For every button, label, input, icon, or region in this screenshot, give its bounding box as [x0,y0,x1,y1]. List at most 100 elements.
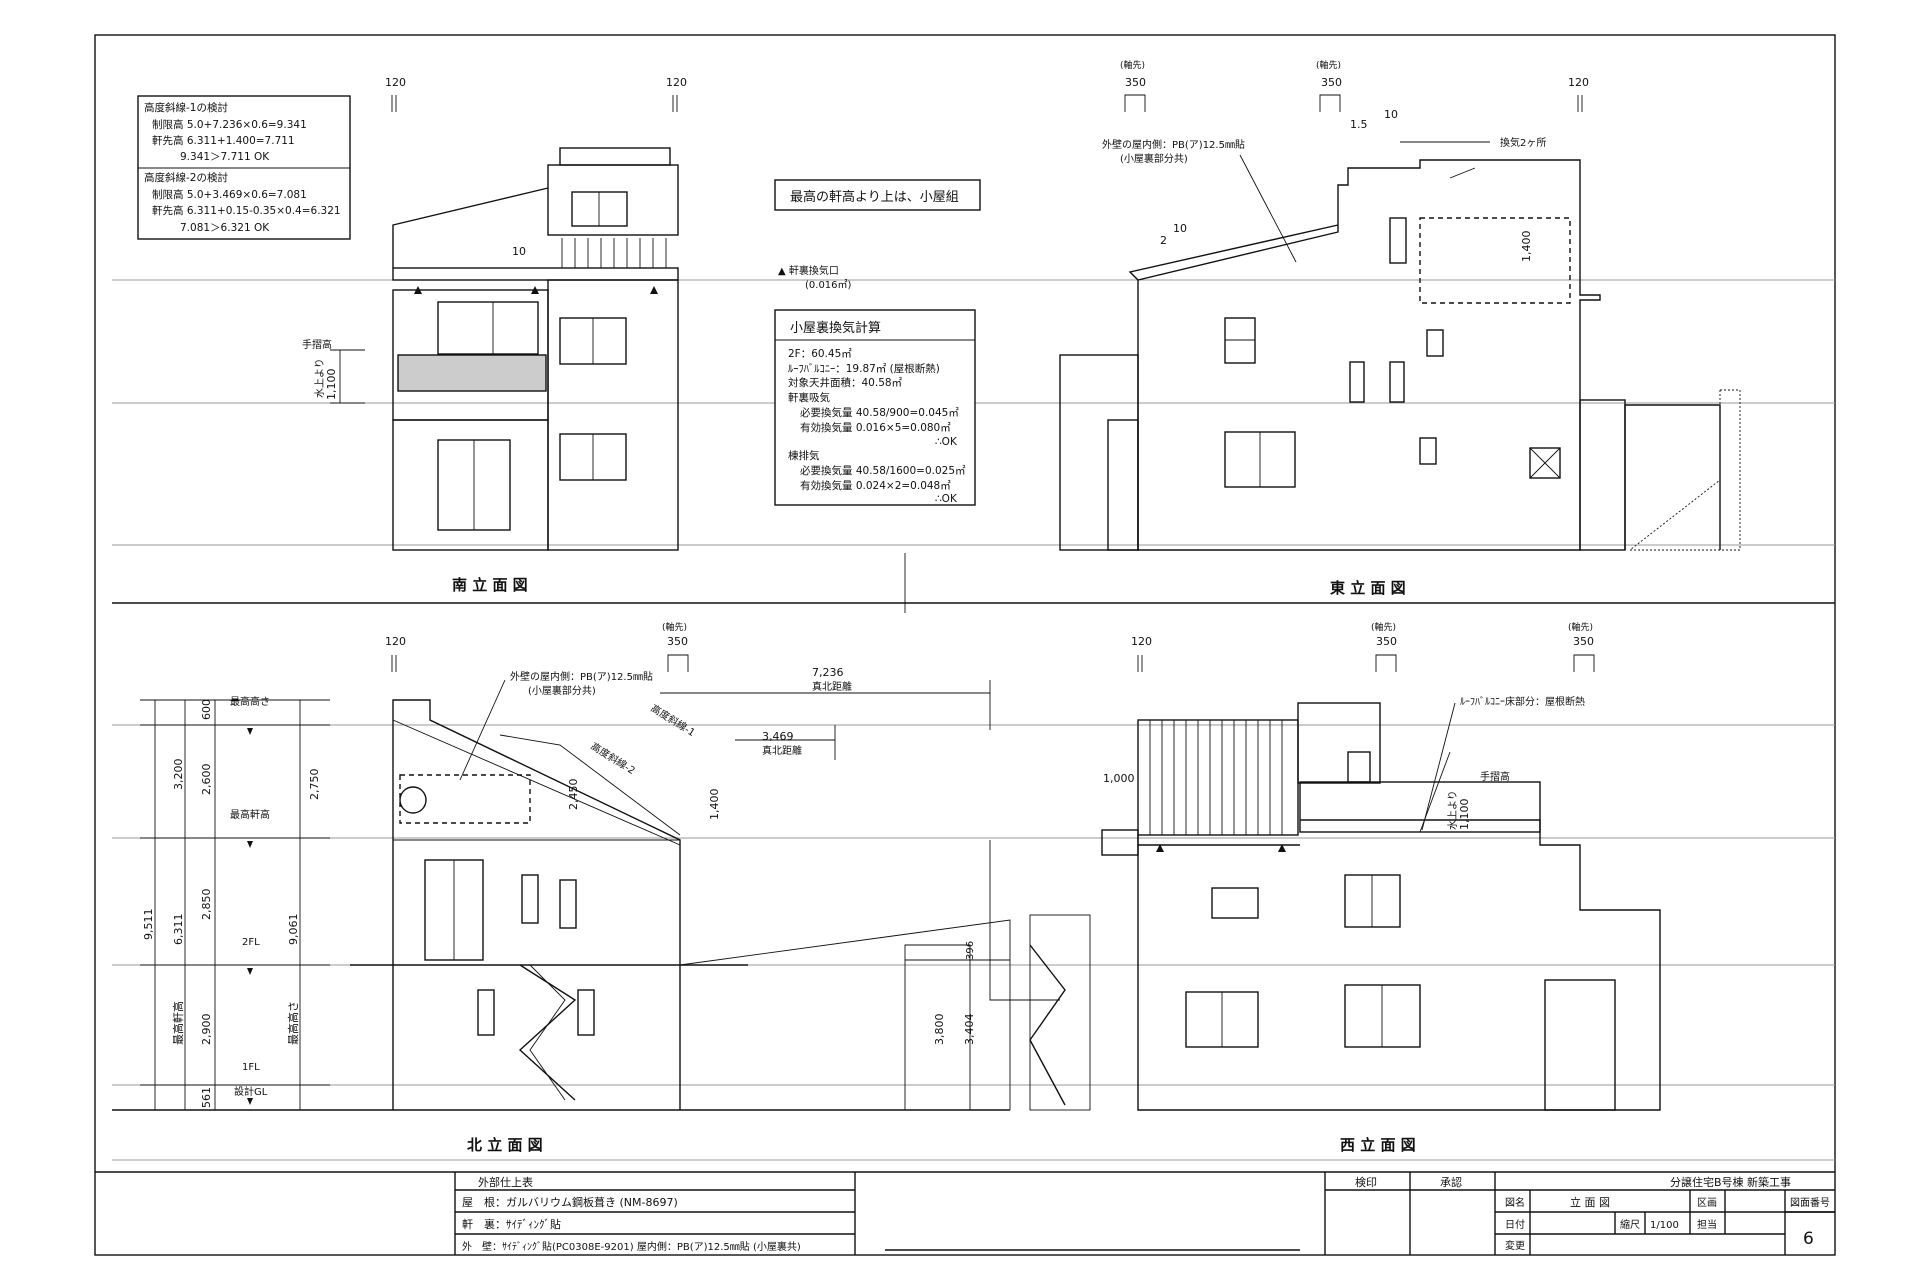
svg-text:縮尺: 縮尺 [1620,1218,1640,1231]
svg-text:外部仕上表: 外部仕上表 [478,1175,533,1189]
svg-text:分譲住宅B号棟 新築工事: 分譲住宅B号棟 新築工事 [1670,1175,1791,1189]
svg-text:2: 2 [1160,234,1167,247]
sheet-border [94,34,1836,1256]
svg-text:561: 561 [200,1087,213,1108]
svg-text:高度斜線-1の検討: 高度斜線-1の検討 [144,101,228,114]
svg-text:立 面 図: 立 面 図 [1570,1195,1610,1209]
slope-check-box [137,95,351,240]
svg-text:外壁の屋内側：PB(ア)12.5㎜貼: 外壁の屋内側：PB(ア)12.5㎜貼 [1102,138,1245,151]
svg-text:対象天井面積：40.58㎡: 対象天井面積：40.58㎡ [788,376,903,389]
svg-text:手摺高: 手摺高 [1480,770,1510,783]
svg-text:ﾙｰﾌﾊﾞﾙｺﾆｰ：19.87㎡ (屋根断熱): ﾙｰﾌﾊﾞﾙｺﾆｰ：19.87㎡ (屋根断熱) [788,362,940,375]
svg-text:2,900: 2,900 [200,1014,213,1046]
svg-text:有効換気量 0.024×2=0.048㎡: 有効換気量 0.024×2=0.048㎡ [800,479,951,492]
svg-text:▲ 軒裏換気口: ▲ 軒裏換気口 [778,264,839,277]
north-title: 北 立 面 図 [467,1136,543,1154]
svg-text:換気2ヶ所: 換気2ヶ所 [1500,136,1546,149]
south-elevation [112,147,1835,1161]
svg-text:1.5: 1.5 [1350,118,1368,131]
svg-text:2,600: 2,600 [200,764,213,796]
svg-text:7,236: 7,236 [812,666,844,679]
svg-text:軒 裏：ｻｲﾃﾞｨﾝｸﾞ貼: 軒 裏：ｻｲﾃﾞｨﾝｸﾞ貼 [462,1217,561,1231]
svg-text:2,850: 2,850 [200,889,213,921]
koyagumi-note-box [774,179,981,211]
dim-east-right: 120 [1568,76,1589,89]
svg-text:6,311: 6,311 [172,914,185,946]
title-block [454,1172,1835,1255]
svg-text:承認: 承認 [1440,1175,1462,1189]
svg-text:(軸先): (軸先) [662,621,687,633]
svg-text:1,100: 1,100 [325,369,338,401]
svg-text:7.081＞6.321 OK: 7.081＞6.321 OK [180,222,270,234]
svg-text:1,100: 1,100 [1458,799,1471,831]
svg-text:最高軒高: 最高軒高 [230,808,270,821]
svg-text:最高軒高: 最高軒高 [171,1001,185,1045]
svg-text:水上より: 水上より [1447,790,1459,830]
svg-text:高度斜線-2の検討: 高度斜線-2の検討 [144,171,228,184]
koyagumi-note: 最高の軒高より上は、小屋組 [790,189,959,205]
south-title: 南 立 面 図 [452,576,528,594]
svg-text:120: 120 [385,635,406,648]
svg-text:(軸先): (軸先) [1568,621,1593,633]
svg-text:2,750: 2,750 [308,769,321,801]
svg-text:(0.016㎡): (0.016㎡) [805,279,852,291]
svg-text:1,400: 1,400 [1520,231,1533,263]
svg-text:図面番号: 図面番号 [1790,1197,1830,1209]
svg-text:350: 350 [667,635,688,648]
svg-text:手摺高: 手摺高 [302,338,332,351]
svg-text:必要換気量 40.58/1600=0.025㎡: 必要換気量 40.58/1600=0.025㎡ [800,464,966,477]
svg-text:外壁の屋内側：PB(ア)12.5㎜貼: 外壁の屋内側：PB(ア)12.5㎜貼 [510,670,653,683]
dim-south-left: 120 [385,76,406,89]
svg-text:1/100: 1/100 [1650,1220,1679,1231]
svg-text:軒裏吸気: 軒裏吸気 [788,391,830,404]
svg-text:外 壁：ｻｲﾃﾞｨﾝｸﾞ貼(PC0308E-9201) 屋内: 外 壁：ｻｲﾃﾞｨﾝｸﾞ貼(PC0308E-9201) 屋内側：PB(ア)12.… [462,1240,801,1253]
svg-text:小屋裏換気計算: 小屋裏換気計算 [790,320,881,336]
svg-text:3,469: 3,469 [762,730,794,743]
svg-text:10: 10 [1384,108,1398,121]
svg-text:3,200: 3,200 [172,759,185,791]
svg-text:2F：60.45㎡: 2F：60.45㎡ [788,348,852,360]
svg-text:担当: 担当 [1697,1218,1717,1231]
svg-text:350: 350 [1321,76,1342,89]
svg-text:6: 6 [1803,1229,1814,1249]
svg-text:軒先高 6.311+0.15-0.35×0.4=6.321: 軒先高 6.311+0.15-0.35×0.4=6.321 [152,204,341,217]
svg-text:350: 350 [1125,76,1146,89]
svg-text:有効換気量 0.016×5=0.080㎡: 有効換気量 0.016×5=0.080㎡ [800,421,951,434]
svg-text:日付: 日付 [1505,1218,1525,1231]
svg-text:1,400: 1,400 [708,789,721,821]
svg-text:図名: 図名 [1505,1196,1525,1209]
svg-text:3,800: 3,800 [933,1014,946,1046]
svg-text:2,450: 2,450 [567,779,580,811]
svg-text:350: 350 [1573,635,1594,648]
svg-text:最高高さ: 最高高さ [286,1001,300,1045]
dim-south-right: 120 [666,76,687,89]
svg-text:(小屋裏部分共): (小屋裏部分共) [528,684,596,697]
svg-text:最高高さ: 最高高さ [230,695,270,708]
svg-text:1FL: 1FL [242,1062,260,1073]
north-elevation [112,699,1835,1111]
east-elevation [1059,159,1741,551]
svg-text:10: 10 [512,245,526,258]
svg-text:9,511: 9,511 [142,909,155,941]
svg-text:(軸先): (軸先) [1120,59,1145,71]
svg-text:396: 396 [965,941,976,960]
svg-text:10: 10 [1173,222,1187,235]
svg-text:設計GL: 設計GL [234,1085,268,1098]
svg-text:600: 600 [200,699,213,720]
svg-text:棟排気: 棟排気 [788,449,820,462]
svg-text:120: 120 [1131,635,1152,648]
svg-text:3,404: 3,404 [963,1014,976,1046]
svg-text:9,061: 9,061 [287,914,300,946]
vent-calc-box [774,309,976,506]
east-title: 東 立 面 図 [1330,579,1406,597]
svg-text:検印: 検印 [1355,1175,1377,1189]
slope-check-text: 高度斜線-1の検討 制限高 5.0+7.236×0.6=9.341 軒先高 6.… [144,101,341,234]
svg-text:変更: 変更 [1505,1239,1525,1252]
svg-text:350: 350 [1376,635,1397,648]
svg-text:軒先高 6.311+1.400=7.711: 軒先高 6.311+1.400=7.711 [152,134,295,147]
svg-text:必要換気量 40.58/900=0.045㎡: 必要換気量 40.58/900=0.045㎡ [800,406,959,419]
svg-text:制限高 5.0+7.236×0.6=9.341: 制限高 5.0+7.236×0.6=9.341 [152,118,307,131]
svg-text:制限高 5.0+3.469×0.6=7.081: 制限高 5.0+3.469×0.6=7.081 [152,188,307,201]
west-elevation [1101,702,1661,1111]
svg-text:区画: 区画 [1697,1197,1717,1209]
